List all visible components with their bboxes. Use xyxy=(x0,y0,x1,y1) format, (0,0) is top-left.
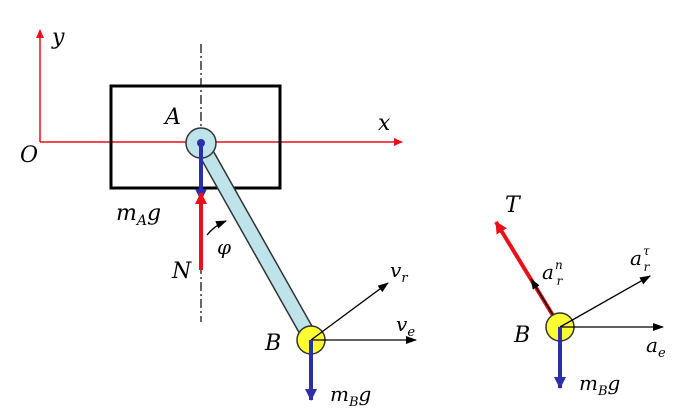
rectangle-block-icon xyxy=(109,84,282,190)
normal-force-label: N xyxy=(171,259,192,284)
mass-a-gravity-label: mAg xyxy=(116,201,161,229)
velocity-vr-label: vr xyxy=(390,258,408,286)
origin-label: O xyxy=(20,143,38,168)
accel-arn-arrow xyxy=(530,278,554,316)
coordinate-axes: y x O xyxy=(20,25,403,168)
mass-b-gravity-label-right: mBg xyxy=(579,371,620,399)
angle-phi-arrow xyxy=(206,220,227,236)
y-axis-label: y xyxy=(51,25,65,50)
x-axis-label: x xyxy=(378,111,391,136)
rod xyxy=(194,138,318,345)
velocity-vr-arrow xyxy=(310,282,389,341)
mass-b-gravity-label-left: mBg xyxy=(330,382,371,410)
velocity-ve-label: ve xyxy=(396,312,415,340)
angle-phi-label: φ xyxy=(217,235,231,259)
accel-ae-label: ae xyxy=(646,333,666,361)
accel-artau-arrow xyxy=(559,275,651,328)
point-b-label-left: B xyxy=(264,331,281,356)
tension-label: T xyxy=(505,193,522,218)
point-b-label-right: B xyxy=(513,323,530,348)
point-a-label: A xyxy=(163,105,181,130)
